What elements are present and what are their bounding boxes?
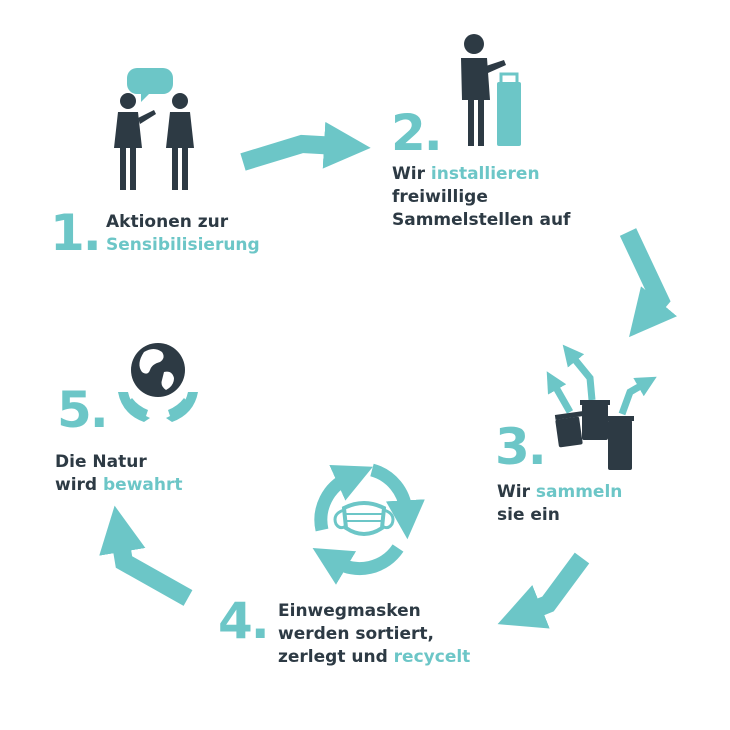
step-4-line-2: werden sortiert, bbox=[278, 624, 434, 644]
arrow-3-to-4 bbox=[497, 552, 590, 629]
step-4-label: Einwegmasken werden sortiert, zerlegt un… bbox=[278, 600, 470, 669]
step-1-line-1: Aktionen zur bbox=[106, 212, 229, 232]
two-people-talking-icon bbox=[114, 68, 194, 190]
arrow-2-to-3 bbox=[619, 228, 677, 338]
step-2-line-1-highlight: installieren bbox=[430, 164, 540, 184]
recycled-mask-icon bbox=[312, 463, 425, 585]
step-2-line-2: freiwillige bbox=[392, 187, 488, 207]
step-1-label: Aktionen zur Sensibilisierung bbox=[106, 211, 260, 257]
step-3-label: Wir sammeln sie ein bbox=[497, 481, 622, 527]
step-2-line-1: Wir bbox=[392, 164, 431, 184]
step-5-label: Die Natur wird bewahrt bbox=[55, 451, 183, 497]
step-1-number: 1. bbox=[50, 204, 102, 262]
step-3-number: 3. bbox=[495, 418, 547, 476]
step-4-line-1: Einwegmasken bbox=[278, 601, 421, 621]
step-5-line-1: Die Natur bbox=[55, 452, 147, 472]
step-3-line-1-highlight: sammeln bbox=[535, 482, 623, 502]
step-4-number: 4. bbox=[218, 592, 270, 650]
step-3-line-2: sie ein bbox=[497, 505, 560, 525]
step-2-label: Wir installieren freiwillige Sammelstell… bbox=[392, 163, 570, 232]
globe-in-hands-icon bbox=[118, 343, 198, 422]
step-5-line-2-highlight: bewahrt bbox=[103, 475, 183, 495]
step-4-line-3: zerlegt und bbox=[278, 647, 394, 667]
step-4-line-3-highlight: recycelt bbox=[393, 647, 471, 667]
arrow-4-to-5 bbox=[99, 505, 193, 606]
collection-bins-icon bbox=[546, 344, 657, 470]
arrow-1-to-2 bbox=[240, 121, 371, 171]
step-5-line-2: wird bbox=[55, 475, 104, 495]
step-2-number: 2. bbox=[391, 104, 443, 162]
step-2-line-3: Sammelstellen auf bbox=[392, 210, 571, 230]
person-at-collection-bin-icon bbox=[461, 34, 521, 146]
step-1-line-2-highlight: Sensibilisierung bbox=[106, 235, 260, 255]
step-5-number: 5. bbox=[57, 381, 109, 439]
step-3-line-1: Wir bbox=[497, 482, 536, 502]
